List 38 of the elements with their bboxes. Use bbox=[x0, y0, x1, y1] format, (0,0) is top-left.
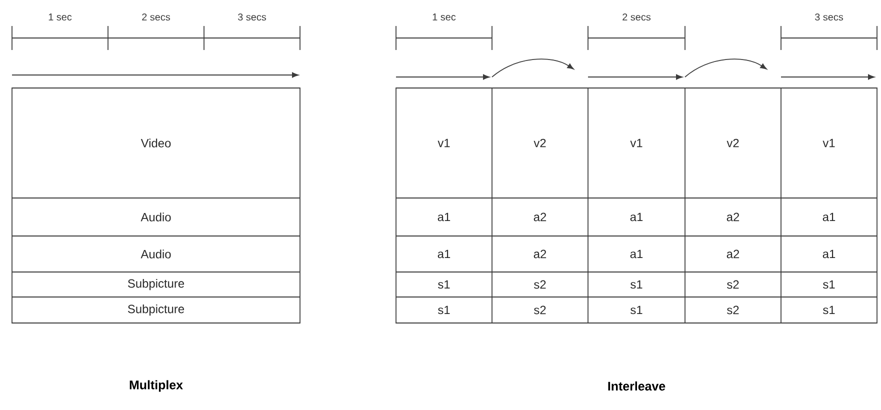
row-label: Audio bbox=[140, 212, 171, 222]
cell-text: v1 bbox=[438, 138, 450, 148]
scale-label: 2 secs bbox=[142, 13, 170, 21]
cell-text: s1 bbox=[438, 280, 450, 289]
cell-text: s1 bbox=[823, 280, 835, 289]
cell-text: s1 bbox=[438, 306, 450, 314]
cell-text: a1 bbox=[630, 212, 643, 222]
panel-caption: Interleave bbox=[608, 381, 666, 391]
cell-text: a2 bbox=[726, 212, 740, 222]
cell-text: s1 bbox=[630, 280, 642, 289]
cell-text: s1 bbox=[823, 306, 835, 314]
cell-text: v1 bbox=[822, 138, 835, 148]
cell-text: s2 bbox=[534, 280, 546, 289]
row-label: Audio bbox=[140, 250, 171, 258]
cell-text: a1 bbox=[630, 250, 643, 258]
cell-text: a1 bbox=[822, 250, 836, 258]
cell-text: v1 bbox=[630, 138, 642, 148]
row-label: Subpicture bbox=[128, 304, 184, 316]
row-label: Subpicture bbox=[128, 278, 184, 290]
cell-text: a1 bbox=[438, 250, 450, 258]
cell-text: v2 bbox=[534, 138, 546, 148]
scale-label: 1 sec bbox=[48, 14, 72, 20]
cell-text: s2 bbox=[727, 280, 739, 289]
scale-label: 2 secs bbox=[622, 13, 651, 21]
scale-label: 3 secs bbox=[238, 13, 266, 21]
cell-text: a2 bbox=[534, 250, 546, 258]
cell-text: a2 bbox=[726, 250, 740, 258]
cell-text: v2 bbox=[726, 138, 739, 148]
cell-text: s2 bbox=[534, 306, 546, 314]
cell-text: s2 bbox=[727, 306, 739, 314]
panel-caption: Multiplex bbox=[130, 380, 183, 392]
row-label: Video bbox=[140, 138, 171, 148]
cell-text: a1 bbox=[438, 212, 450, 222]
cell-text: a1 bbox=[822, 212, 836, 222]
scale-label: 1 sec bbox=[432, 14, 456, 20]
cell-text: s1 bbox=[630, 306, 642, 314]
cell-text: a2 bbox=[534, 212, 546, 222]
scale-label: 3 secs bbox=[814, 13, 844, 21]
